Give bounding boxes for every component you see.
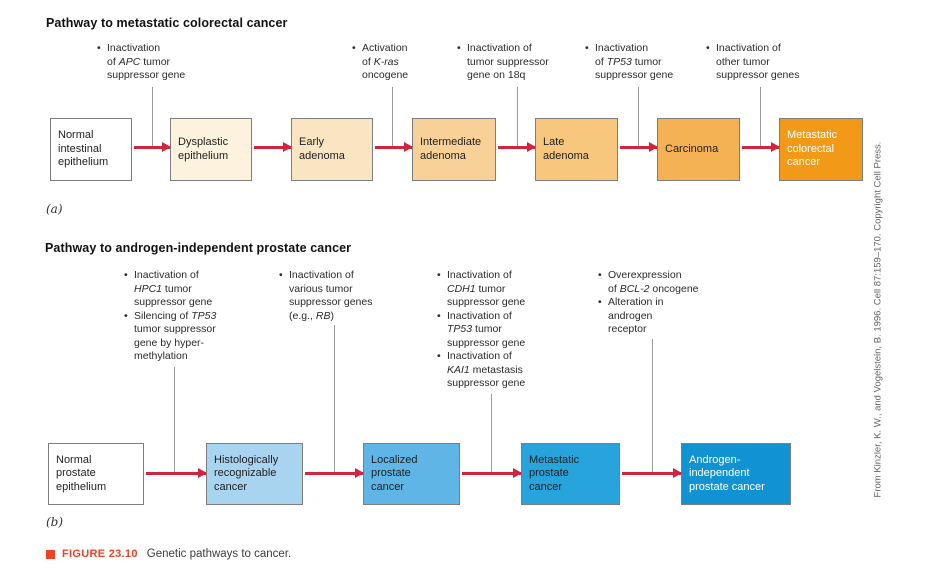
caption-text: Genetic pathways to cancer. [146,548,292,560]
flow-arrow-icon [305,467,364,478]
panel-label-a: (a) [46,202,63,216]
bullet-icon: • [437,269,441,281]
panel-label-b: (b) [46,515,64,529]
caption-square-icon [46,549,55,559]
bullet-icon: • [437,309,441,322]
flow-arrow-icon [254,141,292,152]
figure-caption: FIGURE 23.10 Genetic pathways to cancer. [46,548,291,560]
flow-arrow-icon [498,141,536,152]
bullet-icon: • [352,42,356,54]
bullet-icon: • [97,42,101,54]
bullet-icon: • [124,309,128,322]
flow-arrow-icon [742,141,780,152]
leader-line [491,394,492,473]
caption-label: FIGURE 23.10 [62,548,138,560]
leader-line [652,339,653,473]
leader-line [638,87,639,148]
flow-arrow-icon [462,467,522,478]
flow-arrow-icon [622,467,682,478]
leader-line [517,87,518,148]
bullet-icon: • [437,350,441,362]
leader-line [392,87,393,148]
flow-arrow-icon [375,141,413,152]
bullet-icon: • [124,269,128,281]
bullet-icon: • [706,42,710,54]
pathway-b-title: Pathway to androgen-independent prostate… [45,241,352,255]
flow-arrow-icon [134,141,171,152]
leader-line [174,367,175,473]
leader-line [152,87,153,148]
pathway-a-title: Pathway to metastatic colorectal cancer [46,16,288,30]
bullet-icon: • [598,269,602,281]
leader-line [334,325,335,473]
bullet-icon: • [598,296,602,308]
flow-arrow-icon [146,467,207,478]
box-carcinoma: Carcinoma [657,118,740,181]
citation-sidebar-text: From Kinzler, K. W., and Vogelstein, B. … [872,141,884,498]
flow-arrow-icon [620,141,658,152]
bullet-icon: • [457,42,461,54]
leader-line [760,87,761,148]
bullet-icon: • [279,269,283,281]
bullet-icon: • [585,42,589,54]
